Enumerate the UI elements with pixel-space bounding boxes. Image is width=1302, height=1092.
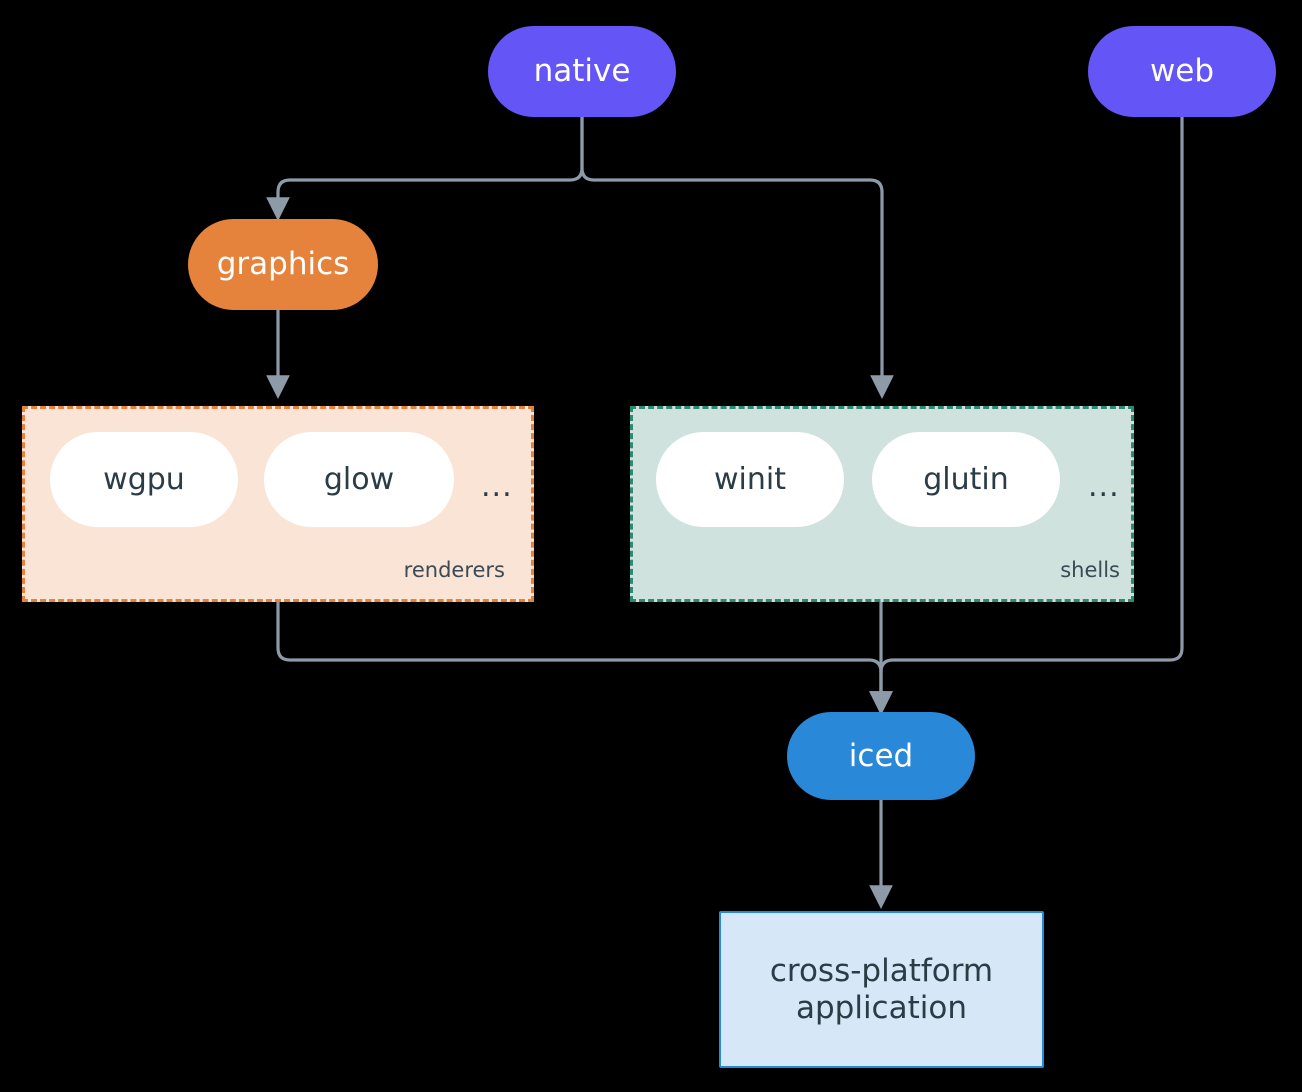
node-graphics[interactable]: graphics	[188, 219, 378, 310]
node-native[interactable]: native	[488, 26, 676, 117]
node-web-label: web	[1149, 53, 1215, 90]
shells-more-ellipsis: ...	[1088, 469, 1120, 504]
node-native-label: native	[533, 53, 631, 90]
chip-wgpu[interactable]: wgpu	[50, 432, 238, 527]
edge-renderers-to-iced	[276, 600, 893, 715]
node-iced[interactable]: iced	[787, 712, 975, 800]
edge-native-to-graphics	[266, 115, 584, 221]
chip-winit-label: winit	[714, 462, 786, 497]
chip-wgpu-label: wgpu	[103, 462, 185, 497]
node-application-label: cross-platform application	[769, 952, 994, 1026]
chip-winit[interactable]: winit	[656, 432, 844, 527]
node-web[interactable]: web	[1088, 26, 1276, 117]
group-renderers-caption: renderers	[403, 558, 505, 582]
node-graphics-label: graphics	[216, 246, 350, 283]
node-iced-label: iced	[848, 737, 914, 774]
renderers-more-ellipsis: ...	[481, 469, 513, 504]
chip-glutin[interactable]: glutin	[872, 432, 1060, 527]
edge-native-to-shells	[580, 115, 894, 399]
chip-glow[interactable]: glow	[264, 432, 454, 527]
chip-glutin-label: glutin	[923, 462, 1009, 497]
chip-glow-label: glow	[323, 462, 395, 497]
group-shells-caption: shells	[1060, 558, 1120, 582]
node-application[interactable]: cross-platform application	[719, 911, 1044, 1068]
